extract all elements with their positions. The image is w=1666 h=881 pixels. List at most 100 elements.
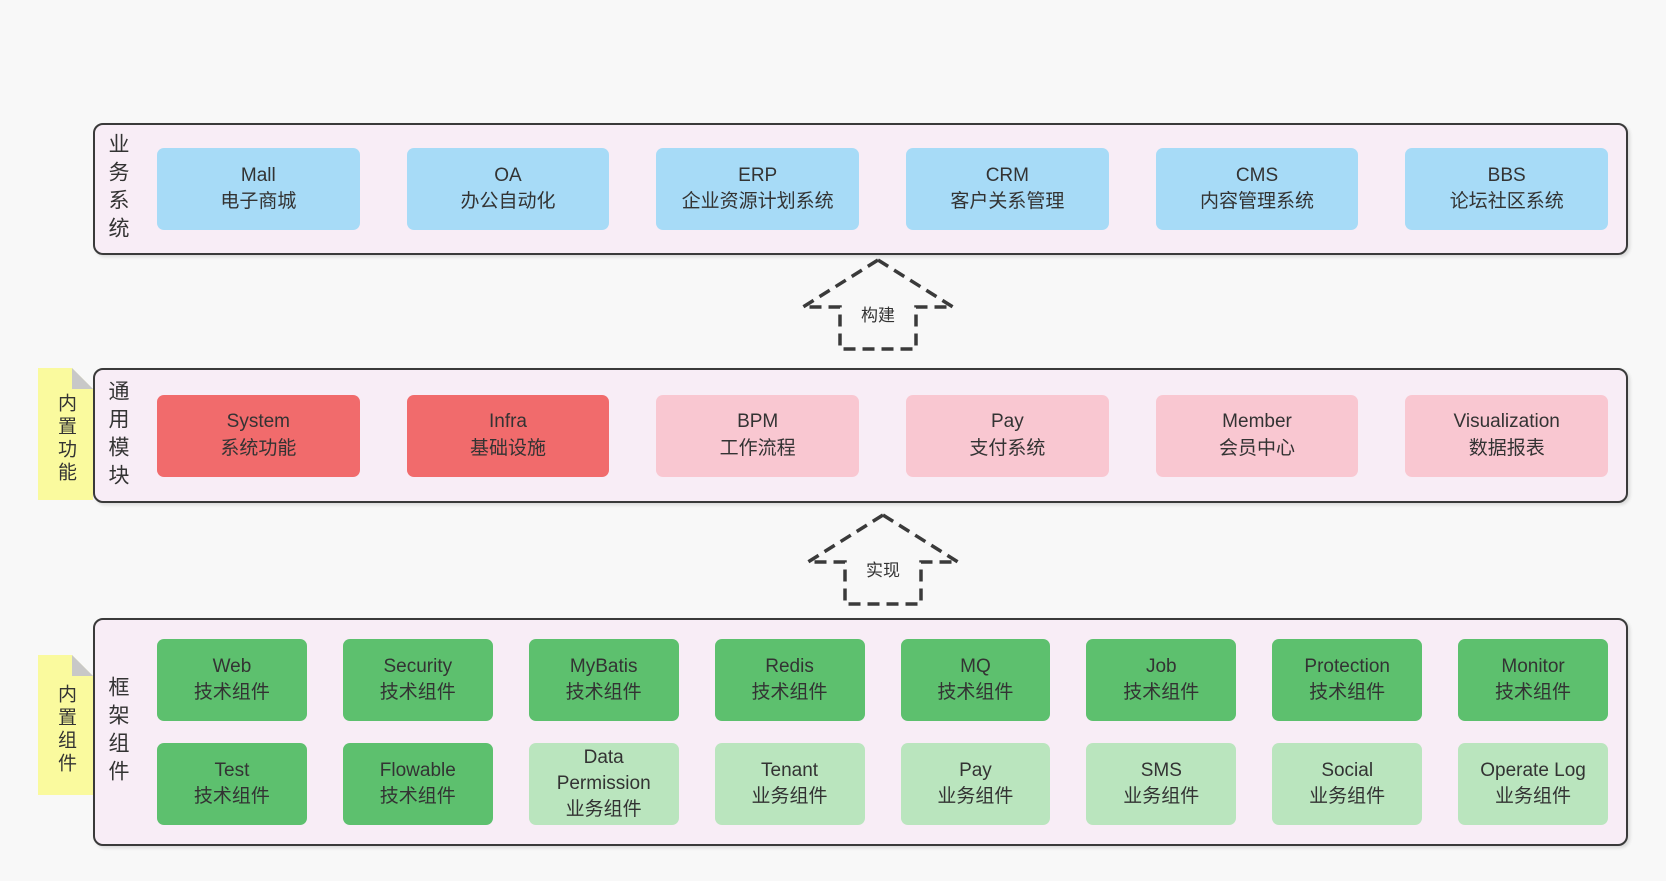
sticky-note-label: 内置组件 <box>55 684 76 776</box>
layer-business-systems: 业务系统 Mall 电子商城 OA 办公自动化 ERP 企业资源计划系统 CRM 客户关系管理… <box>93 123 1628 255</box>
arrow-implement: 实现 <box>805 512 961 607</box>
box-title: Protection <box>1304 655 1390 677</box>
box-job: Job 技术组件 <box>1086 639 1237 721</box>
box-mq: MQ 技术组件 <box>900 639 1051 721</box>
box-title: SMS <box>1140 759 1182 781</box>
box-subtitle: 业务组件 <box>1309 786 1386 807</box>
box-title: Pay <box>990 411 1024 433</box>
box-title: Tenant <box>761 759 819 781</box>
arrow-build-label: 构建 <box>859 301 897 326</box>
box-subtitle: 办公自动化 <box>460 191 556 212</box>
box-subtitle: 内容管理系统 <box>1200 191 1315 212</box>
box-oa: OA 办公自动化 <box>406 148 610 230</box>
box-subtitle: 技术组件 <box>1123 682 1200 703</box>
box-member: Member 会员中心 <box>1155 394 1359 477</box>
box-title: ERP <box>738 164 778 186</box>
box-subtitle: 会员中心 <box>1219 437 1296 459</box>
sticky-note-label: 内置功能 <box>55 393 76 485</box>
box-web: Web 技术组件 <box>157 639 307 721</box>
box-title: CRM <box>985 164 1029 186</box>
box-subtitle: 技术组件 <box>1309 682 1386 703</box>
box-title: Mall <box>240 164 276 186</box>
box-title: BPM <box>737 411 779 433</box>
box-title: Monitor <box>1501 655 1565 677</box>
box-subtitle: 业务组件 <box>751 786 828 807</box>
sticky-note-built-in-components: 内置组件 <box>38 655 93 795</box>
box-subtitle: 技术组件 <box>1495 682 1572 703</box>
box-title: Test <box>214 759 250 781</box>
box-subtitle: 技术组件 <box>937 682 1014 703</box>
box-title: Operate Log <box>1480 759 1586 781</box>
box-erp: ERP 企业资源计划系统 <box>656 148 860 230</box>
box-title: BBS <box>1487 164 1526 186</box>
box-subtitle: 论坛社区系统 <box>1449 191 1564 212</box>
box-subtitle: 电子商城 <box>220 191 297 212</box>
box-security: Security 技术组件 <box>342 639 493 721</box>
box-subtitle: 系统功能 <box>220 437 297 459</box>
box-subtitle: 客户关系管理 <box>950 191 1065 212</box>
box-system: System 系统功能 <box>157 394 360 477</box>
box-subtitle: 技术组件 <box>565 682 642 703</box>
box-title: Member <box>1222 411 1292 433</box>
box-title: Security <box>383 655 453 677</box>
box-title: MQ <box>960 655 991 677</box>
box-monitor: Monitor 技术组件 <box>1458 639 1608 721</box>
box-title: Pay <box>959 759 992 781</box>
box-flowable: Flowable 技术组件 <box>342 743 493 825</box>
box-subtitle: 技术组件 <box>751 682 828 703</box>
box-test: Test 技术组件 <box>157 743 307 825</box>
box-crm: CRM 客户关系管理 <box>906 148 1109 230</box>
box-title: Job <box>1145 655 1177 677</box>
box-title: Data Permission <box>556 746 651 794</box>
box-subtitle: 业务组件 <box>565 799 642 821</box>
layer-side-label: 业务系统 <box>106 133 129 245</box>
box-social: Social 业务组件 <box>1272 743 1423 825</box>
layer-side-label: 框架组件 <box>106 676 129 788</box>
box-title: Web <box>212 655 252 677</box>
layer-side-label: 通用模块 <box>106 379 129 492</box>
arrow-build: 构建 <box>800 257 956 352</box>
box-title: Flowable <box>379 759 456 781</box>
box-title: Social <box>1321 759 1374 781</box>
box-subtitle: 企业资源计划系统 <box>681 191 834 212</box>
box-subtitle: 工作流程 <box>719 437 796 459</box>
box-subtitle: 技术组件 <box>379 682 456 703</box>
sticky-note-built-in-features: 内置功能 <box>38 368 93 500</box>
box-subtitle: 业务组件 <box>937 786 1014 807</box>
box-subtitle: 数据报表 <box>1468 437 1545 459</box>
box-protection: Protection 技术组件 <box>1272 639 1423 721</box>
box-operate-log: Operate Log 业务组件 <box>1458 743 1608 825</box>
box-subtitle: 业务组件 <box>1495 786 1572 807</box>
box-data-permission: Data Permission 业务组件 <box>528 743 679 825</box>
box-title: Visualization <box>1453 411 1560 433</box>
box-tenant: Tenant 业务组件 <box>714 743 865 825</box>
box-title: System <box>226 411 291 433</box>
box-mall: Mall 电子商城 <box>157 148 360 230</box>
box-visualization: Visualization 数据报表 <box>1405 394 1609 477</box>
box-title: OA <box>494 164 522 186</box>
box-subtitle: 技术组件 <box>379 786 456 807</box>
box-infra: Infra 基础设施 <box>406 394 610 477</box>
box-subtitle: 基础设施 <box>470 437 547 459</box>
arrow-implement-label: 实现 <box>864 556 902 581</box>
box-bbs: BBS 论坛社区系统 <box>1405 148 1609 230</box>
box-bpm: BPM 工作流程 <box>656 394 860 477</box>
box-subtitle: 技术组件 <box>193 786 270 807</box>
box-title: MyBatis <box>569 655 638 677</box>
box-mybatis: MyBatis 技术组件 <box>528 639 679 721</box>
box-title: Infra <box>488 411 528 433</box>
box-subtitle: 技术组件 <box>193 682 270 703</box>
